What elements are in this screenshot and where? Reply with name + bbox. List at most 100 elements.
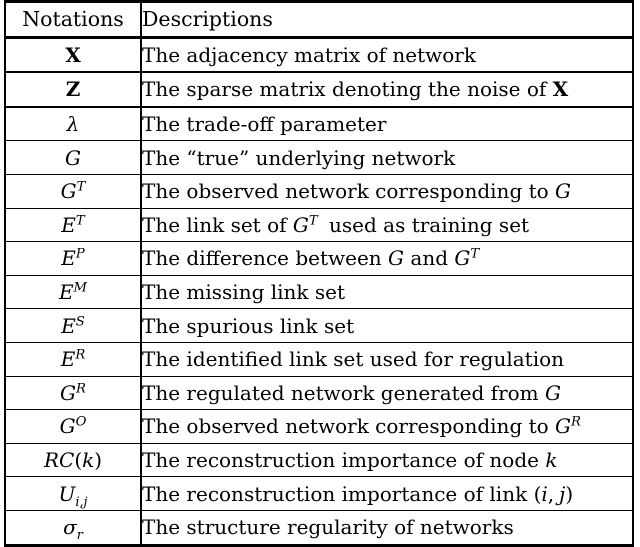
symbol-sigma: σ: [63, 515, 77, 540]
description-cell-u-ij: The reconstruction importance of link (i…: [140, 476, 634, 511]
symbol-E: E: [61, 212, 76, 237]
notation-cell-e-r: ER: [4, 341, 142, 377]
table-row: ER The identified link set used for regu…: [4, 341, 634, 377]
table-row: X The adjacency matrix of network: [4, 36, 634, 74]
subscript-r: r: [76, 528, 83, 544]
symbol-G: G: [65, 145, 81, 170]
superscript-R: R: [571, 414, 581, 430]
symbol-k: k: [545, 448, 558, 473]
text-true-underlying: “true” underlying network: [180, 145, 456, 170]
superscript-T: T: [308, 213, 318, 229]
notation-cell-sigma-r: σr: [4, 509, 142, 547]
text-the: The: [142, 212, 181, 237]
text-and: and: [404, 246, 455, 271]
symbol-E: E: [60, 347, 76, 372]
text-reconstruction-node: reconstruction importance of node: [180, 448, 546, 473]
table-row: GR The regulated network generated from …: [4, 375, 634, 411]
superscript-P: P: [75, 246, 85, 262]
text-the: The: [142, 179, 181, 204]
symbol-G: G: [59, 414, 76, 439]
text-the: The: [142, 246, 181, 271]
description-cell-g-t: The observed network corresponding to G: [140, 173, 634, 209]
text-sparse-matrix: sparse matrix denoting the noise of: [180, 77, 553, 102]
notation-cell-u-ij: Ui,j: [4, 476, 142, 511]
notation-cell-g-r: GR: [4, 375, 142, 411]
superscript-T: T: [75, 213, 85, 229]
column-header-notations: Notations: [4, 0, 142, 39]
notation-cell-lambda: λ: [4, 106, 142, 142]
notation-cell-e-t: ET: [4, 207, 142, 243]
table-row: λ The trade-off parameter: [4, 106, 634, 142]
text-observed-network: observed network corresponding to: [180, 414, 556, 439]
superscript-M: M: [73, 280, 88, 296]
table-row: GO The observed network corresponding to…: [4, 409, 634, 444]
table-row: RC(k) The reconstruction importance of n…: [4, 442, 634, 478]
description-cell-z: The sparse matrix denoting the noise of …: [140, 71, 634, 108]
symbol-k: k: [82, 448, 95, 473]
table-row: σr The structure regularity of networks: [4, 509, 634, 547]
table-row: G T The observed network corresponding to…: [4, 173, 634, 209]
paren-right: ): [94, 448, 103, 473]
text-the: The: [142, 448, 181, 473]
superscript-R: R: [76, 381, 86, 397]
text-regulated-network: regulated network generated from: [180, 380, 546, 405]
notation-cell-e-p: EP: [4, 241, 142, 276]
notation-cell-z: Z: [4, 71, 142, 108]
description-cell-e-r: The identified link set used for regulat…: [140, 341, 634, 377]
description-cell-g-r: The regulated network generated from G: [140, 375, 634, 411]
text-the: The: [142, 145, 181, 170]
table-row: Ui,j The reconstruction importance of li…: [4, 476, 634, 511]
symbol-G: G: [388, 246, 405, 271]
text-link-set-of: link set of: [180, 212, 293, 237]
table-row: ET The link set of GT used as training s…: [4, 207, 634, 243]
text-spurious-link-set: spurious link set: [180, 313, 355, 338]
text-the: The: [142, 515, 181, 540]
text-missing-link-set: missing link set: [180, 280, 346, 305]
notation-table: Notations Descriptions X The adjacency m…: [4, 0, 634, 547]
description-cell-e-p: The difference between G and GT: [140, 241, 634, 276]
text-identified-link-set: identified link set used for regulation: [180, 347, 565, 372]
description-cell-rc-k: The reconstruction importance of node k: [140, 442, 634, 478]
superscript-R: R: [75, 347, 86, 363]
table-header: Notations Descriptions: [4, 0, 634, 39]
notation-cell-rc-k: RC(k): [4, 442, 142, 478]
symbol-U: U: [58, 481, 76, 506]
text-the: The: [142, 280, 181, 305]
table-row: Z The sparse matrix denoting the noise o…: [4, 71, 634, 108]
symbol-E: E: [61, 313, 76, 338]
symbol-C: C: [59, 448, 75, 473]
symbol-G: G: [545, 380, 561, 405]
description-cell-g-o: The observed network corresponding to GR: [140, 409, 634, 444]
text-used-as-training-set: used as training set: [322, 212, 530, 237]
description-cell-sigma-r: The structure regularity of networks: [140, 509, 634, 547]
text-the: The: [142, 481, 181, 506]
text-the: The: [142, 414, 181, 439]
text-reconstruction-link: reconstruction importance of link: [180, 481, 534, 506]
text-trade-off: trade-off parameter: [180, 112, 387, 137]
notation-cell-x: X: [4, 36, 142, 74]
symbol-G: G: [555, 414, 572, 439]
text-adjacency: adjacency matrix of network: [180, 42, 476, 67]
superscript-S: S: [75, 313, 85, 329]
symbol-E: E: [61, 246, 76, 271]
description-cell-e-s: The spurious link set: [140, 308, 634, 343]
notation-table-container: Notations Descriptions X The adjacency m…: [4, 0, 634, 547]
text-structure-regularity: structure regularity of networks: [180, 515, 514, 540]
superscript-T: T: [76, 179, 86, 195]
table-row: ES The spurious link set: [4, 308, 634, 343]
symbol-G: G: [555, 179, 572, 204]
text-the: The: [142, 77, 181, 102]
superscript-T: T: [470, 246, 480, 262]
table-body: X The adjacency matrix of network Z The …: [4, 36, 634, 547]
notation-cell-e-s: ES: [4, 308, 142, 343]
symbol-X: X: [552, 77, 569, 102]
paren-right: ): [565, 481, 574, 506]
symbol-R: R: [43, 448, 59, 473]
symbol-lambda: λ: [66, 112, 80, 137]
symbol-X: X: [65, 42, 81, 67]
description-cell-e-m: The missing link set: [140, 274, 634, 310]
table-header-row: Notations Descriptions: [4, 0, 634, 39]
paren-left: (: [74, 448, 83, 473]
symbol-G: G: [454, 246, 471, 271]
text-the: The: [142, 42, 181, 67]
